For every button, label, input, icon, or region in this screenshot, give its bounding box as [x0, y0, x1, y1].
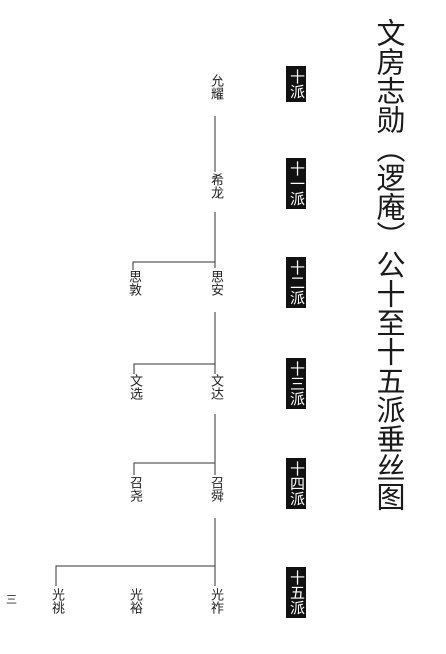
branch-to-zhaoyao [133, 462, 215, 475]
generation-label-14: 十四派 [286, 458, 306, 509]
person-wenxuan: 文选 [127, 374, 142, 400]
generation-label-13: 十三派 [286, 358, 306, 409]
person-guangzhao: 光祧 [49, 588, 64, 614]
generation-label-10: 十派 [286, 66, 306, 102]
person-zhaoyao: 召尧 [127, 476, 142, 502]
page-number: 三 [6, 593, 17, 606]
person-sidun: 思敦 [126, 270, 141, 296]
generation-label-11: 十一派 [286, 158, 306, 209]
branch-to-guangzhao [55, 565, 215, 586]
person-guangyu: 光裕 [127, 588, 142, 614]
person-xilong: 希龙 [208, 173, 223, 199]
person-yunyao: 允耀 [208, 74, 223, 100]
branch-to-wenxuan [133, 363, 215, 374]
branch-to-sidun [132, 261, 215, 270]
person-zhaoshun: 召舜 [208, 476, 223, 502]
page-title: 文房志勋（逻庵）公十至十五派垂丝图 [372, 18, 406, 511]
generation-label-15: 十五派 [286, 567, 306, 618]
person-sian: 思安 [208, 270, 223, 296]
generation-label-12: 十二派 [286, 257, 306, 308]
person-wenda: 文达 [208, 374, 223, 400]
person-guangzuo: 光祚 [208, 588, 223, 614]
